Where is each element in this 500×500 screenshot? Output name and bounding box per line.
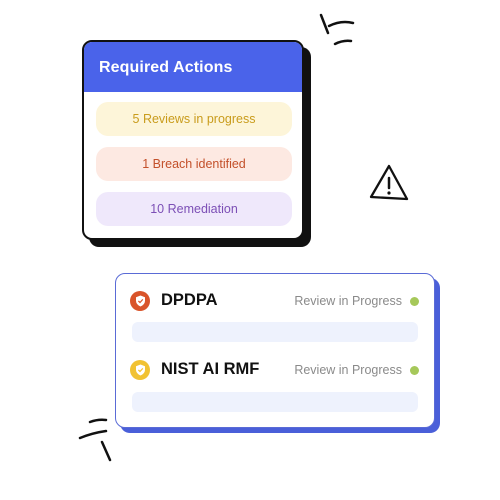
required-actions-title: Required Actions [84,42,302,92]
framework-status: Review in Progress [294,363,402,377]
reviews-in-progress-pill[interactable]: 5 Reviews in progress [96,102,292,136]
framework-name: DPDPA [161,291,218,309]
status-dot [410,366,419,375]
framework-status: Review in Progress [294,294,402,308]
framework-progress-bar-dpdpa [132,322,418,342]
framework-progress-bar-nist-ai-rmf [132,392,418,412]
breach-identified-pill[interactable]: 1 Breach identified [96,147,292,181]
status-dot [410,297,419,306]
remediation-pill[interactable]: 10 Remediation [96,192,292,226]
framework-row-nist-ai-rmf[interactable]: NIST AI RMF Review in Progress [130,358,420,382]
frameworks-card: DPDPA Review in Progress NIST AI RMF Rev… [115,273,435,428]
shield-icon [130,360,150,380]
required-actions-card: Required Actions 5 Reviews in progress 1… [82,40,304,240]
framework-row-dpdpa[interactable]: DPDPA Review in Progress [130,289,420,313]
spark-decoration-icon [78,418,112,462]
framework-name: NIST AI RMF [161,360,260,378]
warning-icon [369,164,409,201]
shield-icon [130,291,150,311]
spark-decoration-icon [319,13,355,46]
